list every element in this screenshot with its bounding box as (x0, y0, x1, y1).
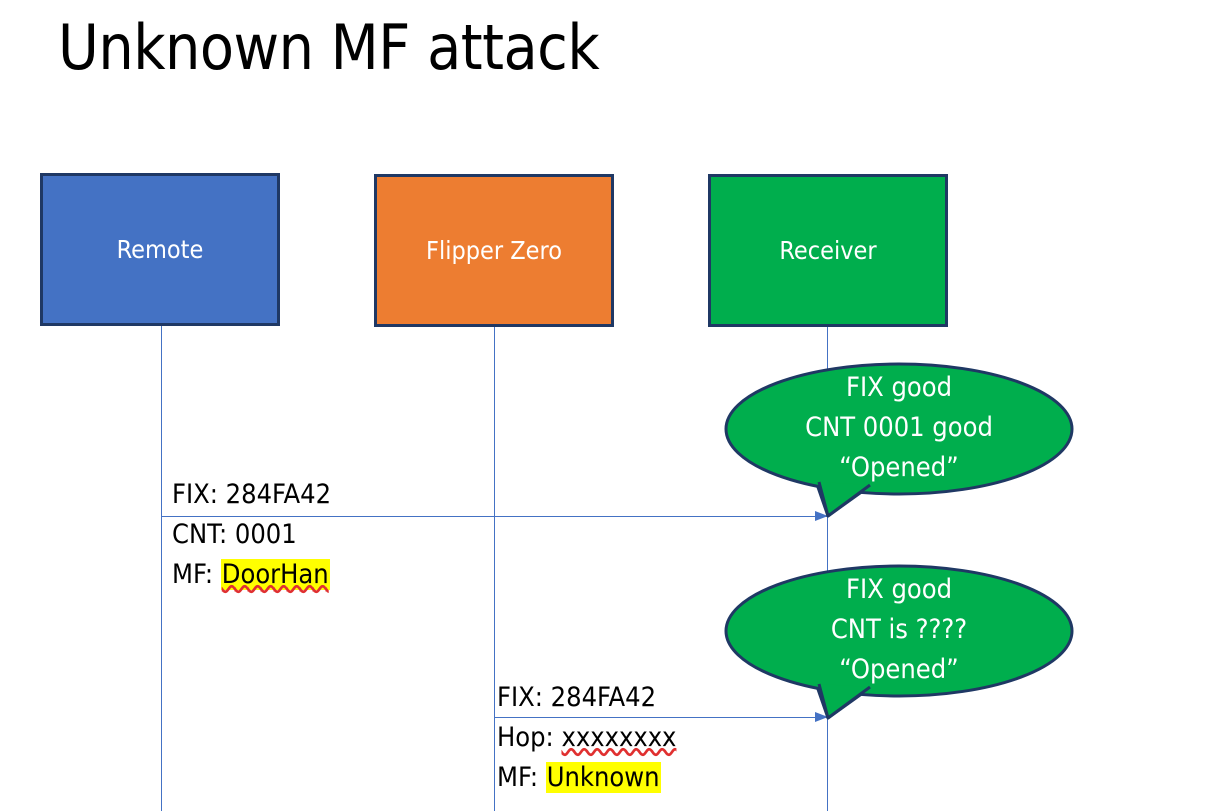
actor-box-remote[interactable]: Remote (40, 173, 280, 326)
lifeline-flipper (494, 327, 495, 811)
actor-label-receiver: Receiver (779, 235, 877, 265)
message-line: FIX: 284FA42 (497, 678, 676, 718)
lifeline-remote (161, 326, 162, 811)
actor-label-remote: Remote (116, 234, 204, 264)
message-line-label: FIX: (497, 682, 551, 713)
message-line-label: MF: (497, 762, 546, 793)
message-line-value: xxxxxxxx (561, 722, 677, 753)
page-title: Unknown MF attack (58, 11, 600, 84)
message-line-value: 284FA42 (225, 479, 332, 510)
speech-bubble-shape (724, 564, 1074, 720)
message-text-remote: FIX: 284FA42 CNT: 0001 MF: DoorHan (172, 475, 331, 595)
lifeline-receiver (827, 327, 828, 811)
message-text-flipper: FIX: 284FA42 Hop: xxxxxxxx MF: Unknown (497, 678, 676, 798)
message-line-label: CNT: (172, 519, 235, 550)
message-line-value: 284FA42 (550, 682, 657, 713)
message-line-value-highlighted: DoorHan (220, 559, 330, 590)
speech-bubble-shape (724, 362, 1074, 518)
message-line-label: MF: (172, 559, 221, 590)
message-line: MF: DoorHan (172, 555, 331, 595)
message-line-value-highlighted: Unknown (545, 762, 661, 793)
message-line: MF: Unknown (497, 758, 676, 798)
message-line-value: 0001 (234, 519, 297, 550)
message-line: FIX: 284FA42 (172, 475, 331, 515)
actor-box-flipper-zero[interactable]: Flipper Zero (374, 174, 614, 327)
message-line-label: FIX: (172, 479, 226, 510)
speech-bubble-receiver-second[interactable]: FIX good CNT is ???? “Opened” (724, 564, 1074, 722)
message-line: CNT: 0001 (172, 515, 331, 555)
speech-bubble-receiver-first[interactable]: FIX good CNT 0001 good “Opened” (724, 362, 1074, 520)
message-line-label: Hop: (497, 722, 562, 753)
message-arrow-remote-to-receiver (161, 511, 828, 521)
actor-label-flipper-zero: Flipper Zero (426, 235, 562, 265)
message-line: Hop: xxxxxxxx (497, 718, 676, 758)
message-arrow-flipper-to-receiver (494, 712, 828, 722)
actor-box-receiver[interactable]: Receiver (708, 174, 948, 327)
